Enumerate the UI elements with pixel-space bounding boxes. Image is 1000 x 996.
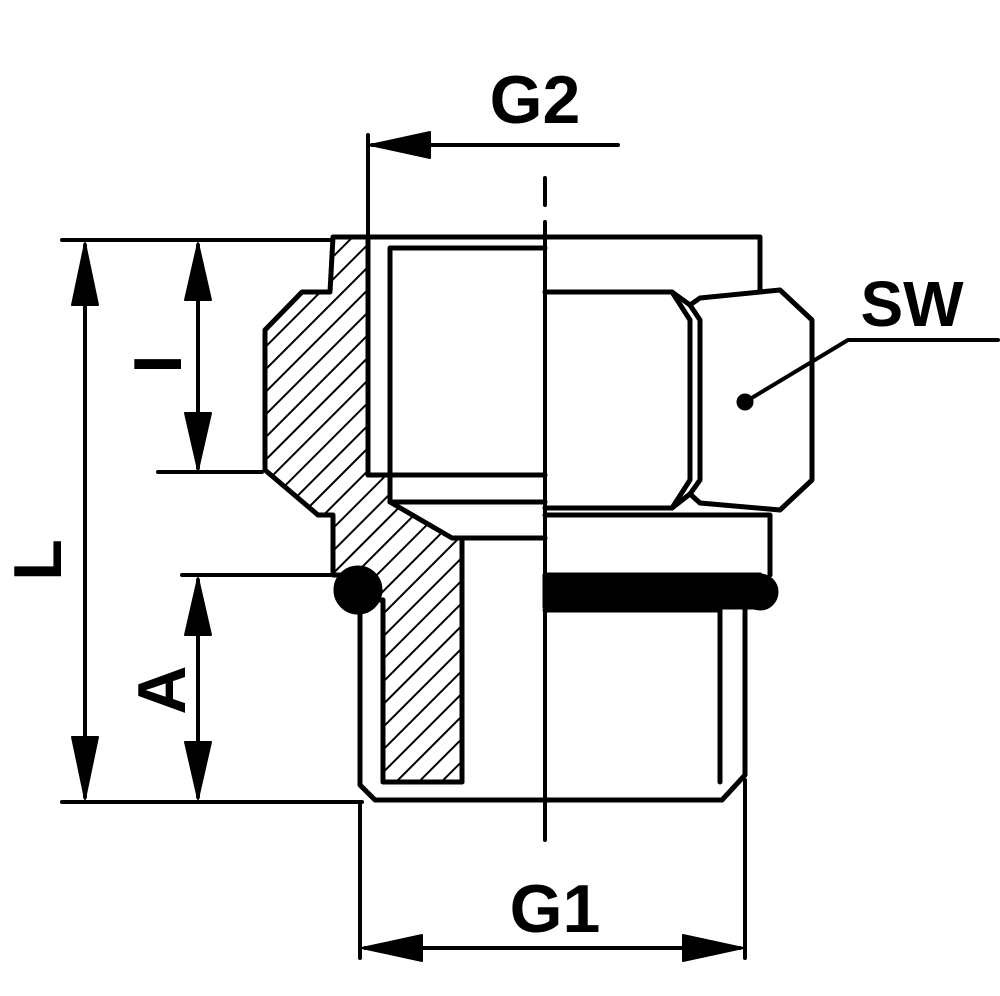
hex-face-lines <box>669 289 703 511</box>
hatched-body-section <box>262 234 465 785</box>
dimension-line-l <box>60 238 364 804</box>
inner-step-outline <box>387 499 548 541</box>
arrow-g1-right <box>682 934 744 962</box>
label-sw: SW <box>860 268 964 340</box>
sw-leader-dot <box>736 393 754 411</box>
sw-leader-line <box>743 338 1000 404</box>
arrow-a-bottom <box>184 741 212 800</box>
o-ring-band <box>542 572 763 610</box>
arrow-g2 <box>369 131 431 159</box>
top-spigot-outline <box>365 234 763 293</box>
arrow-a-top <box>184 577 212 636</box>
arrow-l-bottom <box>71 736 99 800</box>
label-g2: G2 <box>490 62 581 138</box>
o-ring-section-right <box>741 573 779 611</box>
arrow-i-top <box>184 242 212 301</box>
lower-thread-outline <box>542 607 748 803</box>
arrow-g1-left <box>361 934 423 962</box>
arrow-l-top <box>71 242 99 306</box>
upper-bore-outline <box>365 234 548 478</box>
bottom-contour <box>357 597 548 803</box>
o-ring-section-left <box>333 565 383 615</box>
lower-bore-outline <box>380 535 465 785</box>
label-i: I <box>120 355 196 374</box>
neck-outline <box>542 512 773 578</box>
label-g1: G1 <box>510 871 601 947</box>
label-a: A <box>124 665 200 714</box>
arrow-i-bottom <box>184 412 212 471</box>
hex-nut-outline <box>542 287 815 513</box>
dimension-line-g1 <box>358 778 747 960</box>
label-l: L <box>0 539 76 581</box>
